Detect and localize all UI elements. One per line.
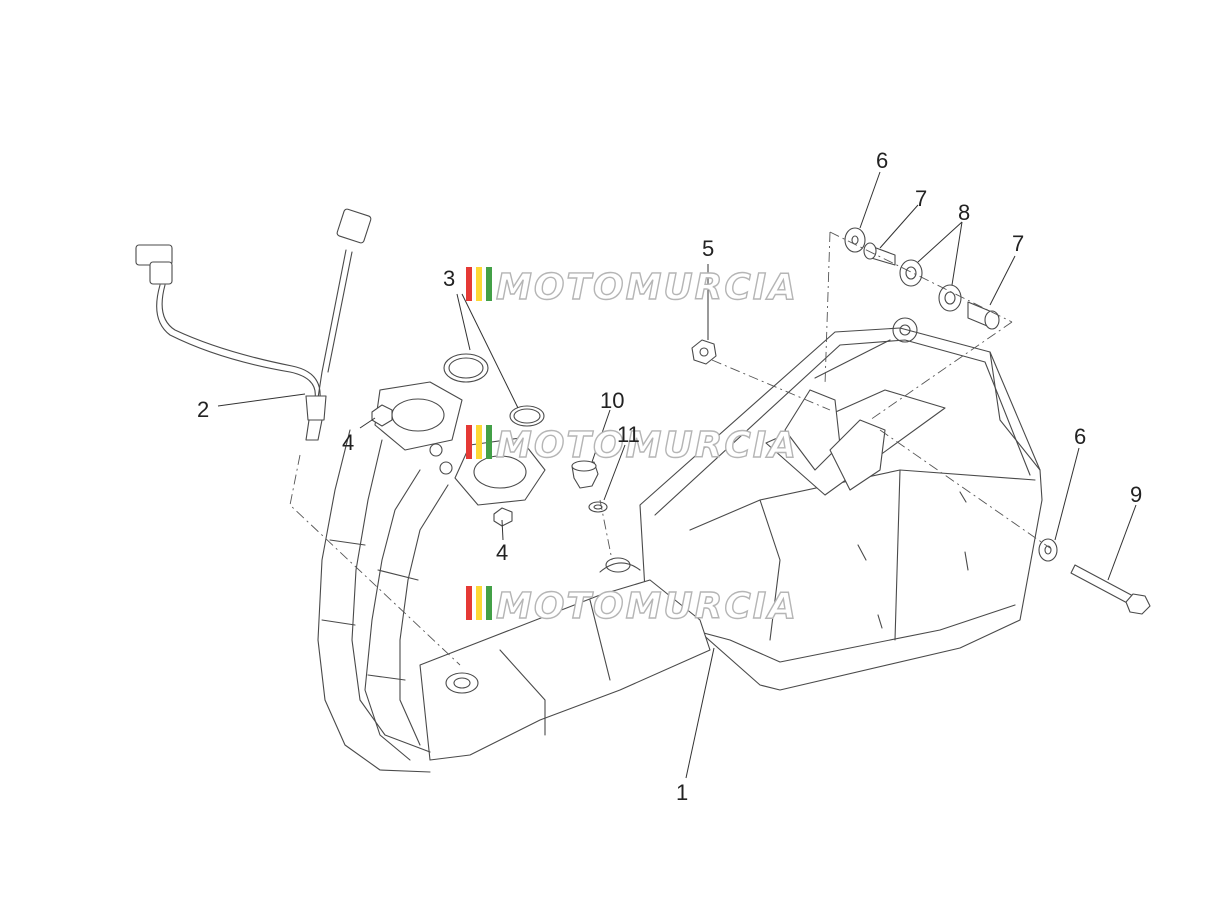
watermark-stripe: [486, 586, 492, 620]
callout-4-lower: 4: [496, 540, 508, 565]
watermark-stripe: [476, 586, 482, 620]
watermark-bottom: MOTOMURCIA: [466, 585, 798, 628]
watermark-stripe: [466, 267, 472, 301]
gasket-upper-inner: [448, 357, 484, 379]
callout-6-lower: 6: [1074, 424, 1086, 449]
leader-lines: [217, 171, 1137, 779]
callout-5: 5: [702, 236, 714, 261]
callout-labels: 1 2 3 4 4 5 6 6 7 7 8 9 10 11: [197, 148, 1142, 805]
callout-3: 3: [443, 266, 455, 291]
callout-7-lower: 7: [1012, 231, 1024, 256]
callout-11: 11: [617, 422, 640, 447]
watermark-top: MOTOMURCIA: [466, 266, 798, 309]
watermark-stripe: [466, 586, 472, 620]
callout-8: 8: [958, 200, 970, 225]
washer-upper: [844, 227, 866, 253]
washer-lower: [1038, 538, 1058, 562]
grommet-b: [938, 284, 962, 312]
mounting-bolt: [1070, 564, 1151, 615]
callout-7-upper: 7: [915, 186, 927, 211]
sealing-washer: [588, 501, 608, 513]
watermark-text: MOTOMURCIA: [496, 425, 798, 466]
assembly-lines: [289, 231, 1051, 666]
callout-10: 10: [600, 388, 624, 413]
watermark-stripe: [486, 425, 492, 459]
watermark-stripe: [486, 267, 492, 301]
watermark-stripe: [466, 425, 472, 459]
callout-9: 9: [1130, 482, 1142, 507]
callout-6-upper: 6: [876, 148, 888, 173]
gasket-upper: [443, 353, 489, 383]
gasket-lower: [509, 405, 545, 427]
flange-nut-lower: [493, 507, 513, 527]
grommet-a: [899, 259, 923, 287]
watermark-text: MOTOMURCIA: [496, 267, 798, 308]
watermark-text: MOTOMURCIA: [496, 586, 798, 627]
callout-4-upper: 4: [342, 430, 354, 455]
callout-1: 1: [676, 780, 688, 805]
lambda-sensor: [135, 208, 372, 441]
muffler-nut: [691, 339, 717, 365]
gasket-lower-inner: [513, 408, 541, 424]
callout-2: 2: [197, 397, 209, 422]
watermark-stripe: [476, 425, 482, 459]
catalyst-section: [419, 557, 711, 761]
muffler-body: [639, 317, 1043, 691]
watermark-middle: MOTOMURCIA: [466, 424, 798, 467]
watermark-stripe: [476, 267, 482, 301]
